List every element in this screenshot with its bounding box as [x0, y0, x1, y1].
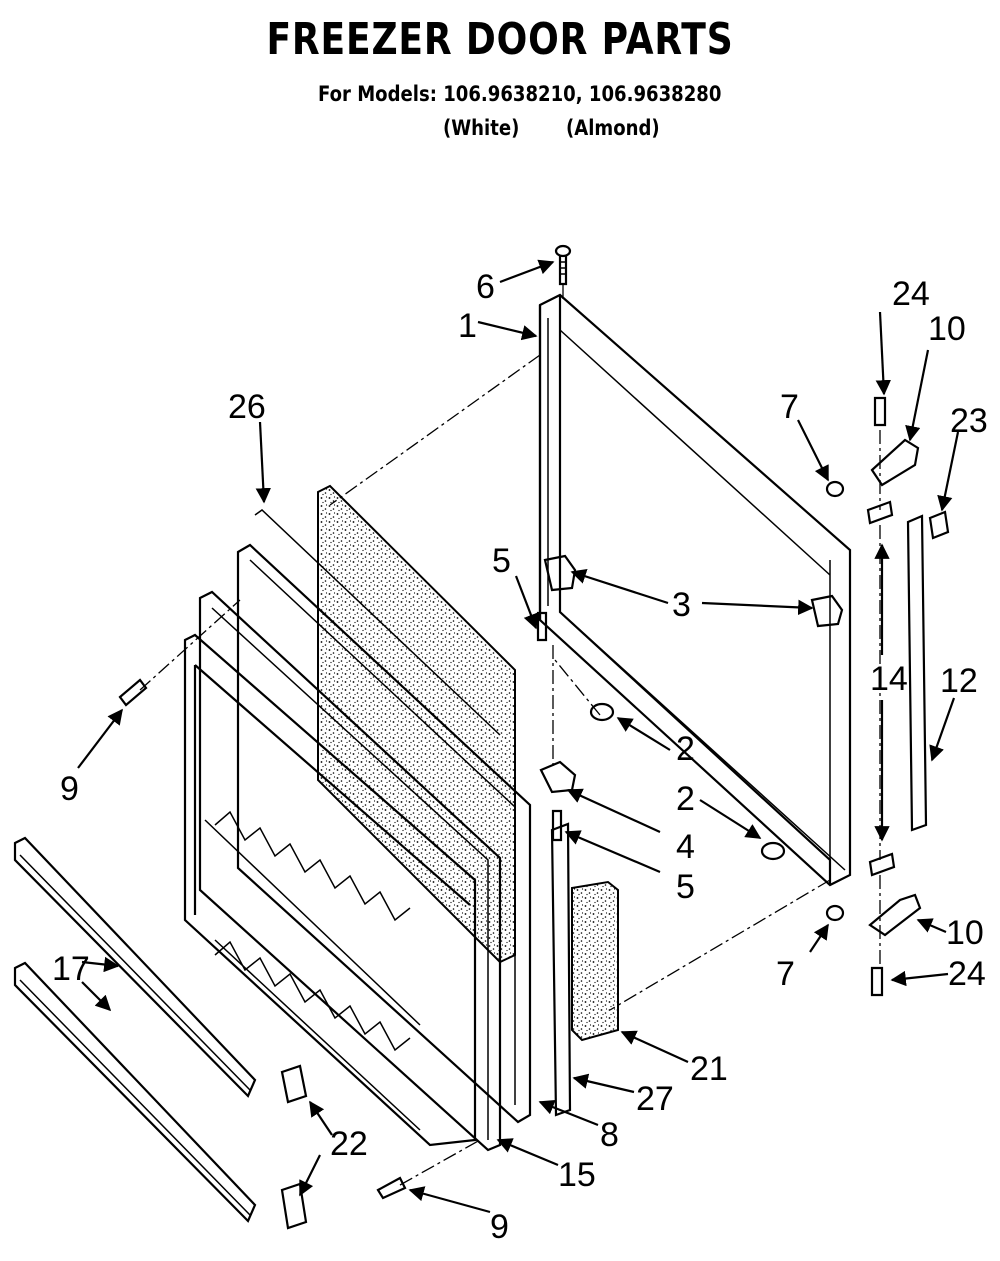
leader-arrows [77, 259, 960, 1214]
callout-9-left: 9 [60, 770, 79, 808]
callout-1: 1 [458, 307, 477, 345]
callout-5-lower: 5 [676, 868, 695, 906]
part-23-clip [928, 510, 950, 540]
callout-15: 15 [558, 1156, 596, 1194]
callout-2-right: 2 [676, 780, 695, 818]
callout-10-top: 10 [928, 310, 966, 348]
part-12-handle [906, 514, 928, 832]
callout-7-bottom: 7 [776, 955, 795, 993]
callout-4: 4 [676, 828, 695, 866]
callout-6: 6 [476, 268, 495, 306]
page-title: FREEZER DOOR PARTS [266, 14, 734, 65]
callout-17: 17 [52, 950, 90, 988]
models-line: For Models: 106.9638210, 106.9638280 [318, 82, 722, 106]
callout-24-top: 24 [892, 275, 930, 313]
callout-24-bottom: 24 [948, 955, 986, 993]
part-8-gasket [236, 543, 532, 1124]
part-14-shims [866, 500, 896, 877]
callout-3: 3 [672, 586, 691, 624]
part-17-trim-strips [13, 836, 257, 1223]
callout-27: 27 [636, 1080, 674, 1118]
inner-door-liner [183, 633, 477, 1147]
callout-2-left: 2 [676, 730, 695, 768]
part-24-screws [870, 396, 887, 997]
callout-21: 21 [690, 1050, 728, 1088]
callout-numbers: 6 1 26 7 24 10 23 5 3 12 14 9 2 4 5 2 7 … [52, 268, 988, 1246]
part-6-screw [554, 244, 572, 286]
part-1-door-panel [538, 293, 852, 887]
callout-9-bottom: 9 [490, 1208, 509, 1246]
color-label-almond: (Almond) [566, 116, 660, 140]
part-4-bracket [539, 760, 577, 794]
part-21-pad [571, 880, 619, 1042]
color-label-white: (White) [443, 116, 520, 140]
callout-10-bottom: 10 [946, 914, 984, 952]
part-3-hinge-brackets [543, 554, 844, 628]
callout-26: 26 [228, 388, 266, 426]
callout-23: 23 [950, 402, 988, 440]
part-5-screws [536, 611, 563, 842]
part-2-stops [589, 702, 786, 861]
part-22-end-caps [280, 1064, 308, 1230]
part-27-strip [550, 822, 572, 1117]
callout-5-upper: 5 [492, 542, 511, 580]
part-7-plugs [825, 480, 845, 922]
callout-14: 14 [870, 660, 908, 698]
alignment-lines [139, 285, 881, 1186]
callout-22: 22 [330, 1125, 368, 1163]
callout-8: 8 [600, 1116, 619, 1154]
callout-12: 12 [940, 662, 978, 700]
callout-7-top: 7 [780, 388, 799, 426]
part-9-screws [118, 678, 407, 1200]
